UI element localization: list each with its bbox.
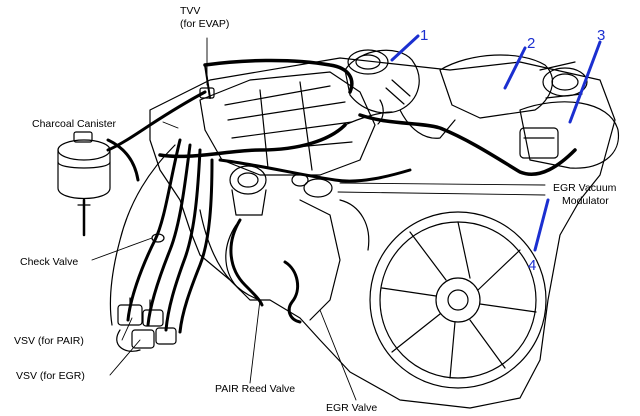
vsv-pair-unit (117, 297, 164, 327)
air-cleaner-housing (519, 101, 620, 169)
vacuum-hose-main (203, 58, 577, 176)
hose-bundle-left (126, 138, 214, 334)
label-egr-valve: EGR Valve (326, 402, 377, 414)
canister-hose (106, 90, 207, 152)
callout-number-1: 1 (420, 27, 428, 44)
label-vsv-pair: VSV (for PAIR) (14, 335, 84, 347)
throttle-body (439, 54, 553, 119)
label-egr-vacuum-line1: EGR Vacuum (553, 182, 617, 194)
callout-number-4: 4 (528, 257, 536, 274)
label-tvv-line1: TVV (180, 5, 200, 17)
cooling-fan (369, 211, 547, 389)
label-tvv-line2: (for EVAP) (180, 18, 229, 30)
callout-number-3: 3 (597, 27, 605, 44)
label-egr-vacuum-line2: Modulator (562, 195, 609, 207)
leader-lines (91, 37, 546, 401)
callout-line-3 (568, 40, 602, 124)
charcoal-canister (57, 131, 111, 237)
pair-pipe (229, 218, 264, 307)
egr-pipe (283, 260, 302, 324)
vsv-egr-unit (116, 327, 177, 352)
label-charcoal-canister: Charcoal Canister (32, 118, 117, 130)
valve-cover (199, 71, 376, 176)
callout-number-2: 2 (527, 35, 535, 52)
label-check-valve: Check Valve (20, 256, 78, 268)
label-pair-reed-valve: PAIR Reed Valve (215, 383, 295, 395)
callout-line-1 (390, 34, 420, 62)
label-vsv-egr: VSV (for EGR) (16, 370, 85, 382)
callout-line-2 (503, 46, 527, 90)
callout-line-4 (533, 198, 550, 252)
callout-lines (390, 34, 602, 252)
engine-block-outline (149, 57, 616, 409)
egr-valve-body (229, 165, 267, 216)
